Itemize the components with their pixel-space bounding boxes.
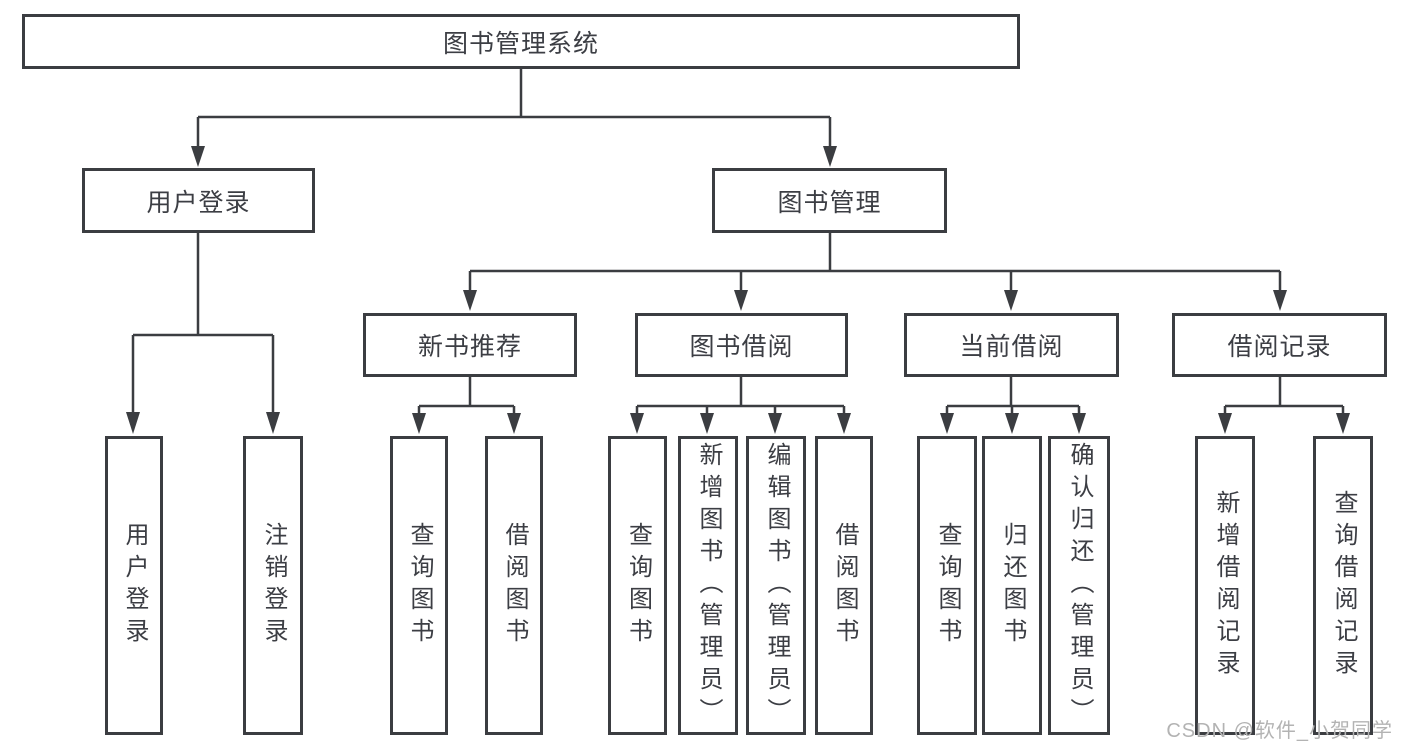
node-root: 图书管理系统 [22, 14, 1020, 69]
leaf-add-borrow-record-label: 新增借阅记录 [1212, 489, 1239, 682]
leaf-query-borrow-record: 查询借阅记录 [1313, 436, 1373, 735]
leaf-user-login-label: 用户登录 [121, 521, 148, 650]
leaf-edit-books-admin-label: 编辑图书（管理员） [763, 441, 790, 730]
leaf-borrow-books-recommend-label: 借阅图书 [501, 521, 528, 650]
leaf-query-borrow-record-label: 查询借阅记录 [1330, 489, 1357, 682]
leaf-borrow-books: 借阅图书 [815, 436, 873, 735]
leaf-query-books-recommend: 查询图书 [390, 436, 448, 735]
node-root-label: 图书管理系统 [442, 29, 599, 58]
node-user-login: 用户登录 [82, 168, 315, 233]
leaf-confirm-return-admin: 确认归还（管理员） [1048, 436, 1110, 735]
leaf-edit-books-admin: 编辑图书（管理员） [746, 436, 806, 735]
node-book-management-label: 图书管理 [777, 188, 882, 217]
leaf-borrow-books-recommend: 借阅图书 [485, 436, 543, 735]
leaf-query-books-borrow: 查询图书 [608, 436, 667, 735]
csdn-watermark: CSDN @软件_小贺同学 [1166, 720, 1393, 742]
leaf-logout-login-label: 注销登录 [260, 521, 287, 650]
leaf-query-books-current: 查询图书 [917, 436, 977, 735]
leaf-query-books-current-label: 查询图书 [934, 521, 961, 650]
node-book-management: 图书管理 [712, 168, 947, 233]
node-borrow-records: 借阅记录 [1172, 313, 1387, 377]
leaf-add-books-admin: 新增图书（管理员） [678, 436, 738, 735]
node-new-book-recommend-label: 新书推荐 [417, 333, 522, 361]
leaf-return-books-label: 归还图书 [999, 521, 1026, 650]
leaf-borrow-books-label: 借阅图书 [831, 521, 858, 650]
node-current-borrow: 当前借阅 [904, 313, 1119, 377]
leaf-return-books: 归还图书 [982, 436, 1042, 735]
node-borrow-records-label: 借阅记录 [1227, 333, 1332, 361]
leaf-add-books-admin-label: 新增图书（管理员） [695, 441, 722, 730]
node-new-book-recommend: 新书推荐 [363, 313, 577, 377]
leaf-query-books-recommend-label: 查询图书 [406, 521, 433, 650]
node-current-borrow-label: 当前借阅 [959, 333, 1064, 361]
node-user-login-label: 用户登录 [146, 188, 251, 217]
leaf-confirm-return-admin-label: 确认归还（管理员） [1066, 441, 1093, 730]
node-book-borrow-label: 图书借阅 [689, 333, 794, 361]
leaf-logout-login: 注销登录 [243, 436, 303, 735]
leaf-query-books-borrow-label: 查询图书 [624, 521, 652, 650]
node-book-borrow: 图书借阅 [635, 313, 848, 377]
leaf-add-borrow-record: 新增借阅记录 [1195, 436, 1255, 735]
leaf-user-login: 用户登录 [105, 436, 163, 735]
